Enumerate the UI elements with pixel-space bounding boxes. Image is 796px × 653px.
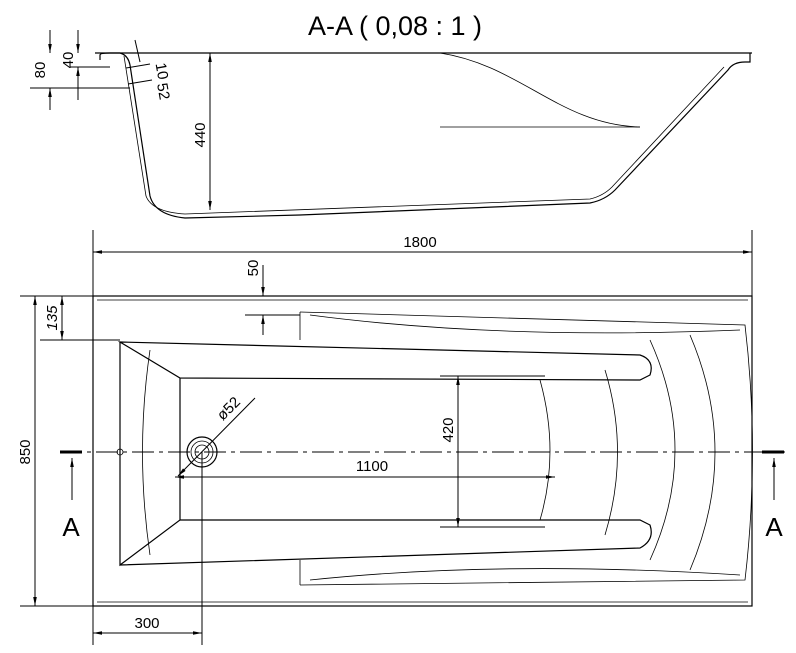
dim-wall: 10 <box>152 62 172 81</box>
dim-rim-height: 80 <box>32 62 49 79</box>
dim-wall-2: 52 <box>153 82 173 101</box>
dim-rim-offset: 135 <box>44 305 61 331</box>
dim-edge-offset: 50 <box>245 260 262 277</box>
dim-drain-position: 300 <box>134 615 159 632</box>
dim-length: 1800 <box>403 234 436 251</box>
svg-text:A: A <box>765 512 783 542</box>
dim-inner-length: 1100 <box>356 458 388 475</box>
plan-view: 1800 850 135 50 ø52 420 1100 300 A <box>17 230 785 645</box>
dim-width: 850 <box>17 439 34 464</box>
dim-depth: 440 <box>192 122 209 147</box>
section-marker-left: A <box>60 450 82 542</box>
svg-text:A: A <box>62 512 80 542</box>
section-view: 80 40 10 52 440 <box>30 30 752 219</box>
drawing-title: A-A ( 0,08 : 1 ) <box>308 11 482 41</box>
section-marker-right: A <box>762 450 784 542</box>
dim-rim-inner: 40 <box>60 52 77 69</box>
dim-inner-width: 420 <box>440 417 457 442</box>
dim-drain-diameter: ø52 <box>214 394 244 424</box>
